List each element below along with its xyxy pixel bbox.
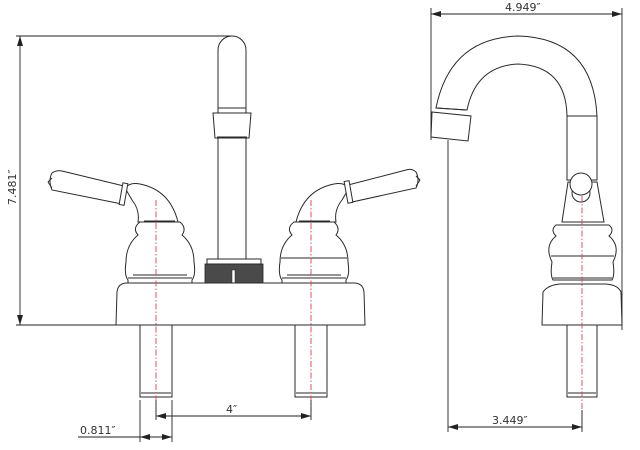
left-handle xyxy=(47,170,196,284)
spout-base-nut xyxy=(204,258,264,286)
side-handle-knob xyxy=(561,172,605,223)
front-view: 7.481″ xyxy=(6,35,421,442)
front-base-plate xyxy=(115,282,366,326)
side-spout xyxy=(430,35,598,181)
side-valve-body xyxy=(548,224,617,281)
shank-diameter-label: 0.811″ xyxy=(80,424,116,437)
height-label: 7.481″ xyxy=(6,169,19,205)
spout-to-shank-dimension: 3.449″ xyxy=(447,140,583,432)
height-dimension: 7.481″ xyxy=(6,35,232,326)
front-spout xyxy=(212,35,252,263)
spout-reach-label: 4.949″ xyxy=(505,1,541,14)
side-view: 4.949″ xyxy=(430,1,623,432)
spout-reach-dimension: 4.949″ xyxy=(430,1,623,330)
center-spacing-label: 4″ xyxy=(226,403,237,416)
right-handle xyxy=(278,168,421,284)
shank-diameter-dimension: 0.811″ xyxy=(78,400,173,442)
spout-to-shank-label: 3.449″ xyxy=(492,414,528,427)
center-spacing-dimension: 4″ xyxy=(155,400,312,420)
